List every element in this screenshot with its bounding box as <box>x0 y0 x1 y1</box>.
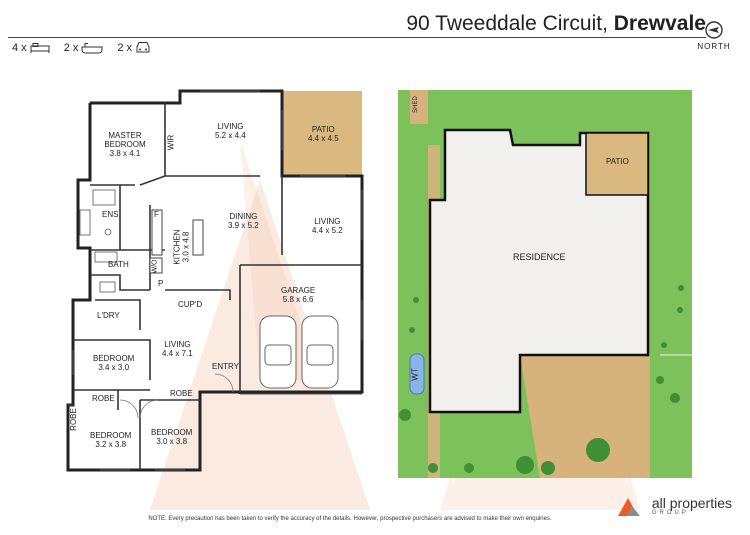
page-title: 90 Tweeddale Circuit, Drewvale <box>406 12 706 36</box>
bath-icon <box>81 42 103 53</box>
room-ens: ENS <box>102 210 119 219</box>
north-label: NORTH <box>697 42 731 51</box>
interior-walls <box>68 103 362 470</box>
room-bedroom-2: BEDROOM 3.4 x 3.0 <box>93 354 135 372</box>
feature-summary: 4 x 2 x 2 x <box>12 41 151 54</box>
trees <box>399 285 684 475</box>
water-tank <box>409 353 425 395</box>
bedrooms-count: 4 x <box>12 42 50 54</box>
room-living-central: LIVING 4.4 x 7.1 <box>162 340 193 358</box>
bathrooms-count: 2 x <box>64 42 104 54</box>
room-living-east: LIVING 4.4 x 5.2 <box>312 217 343 235</box>
room-laundry: L'DRY <box>97 311 120 320</box>
bed-icon <box>30 43 50 53</box>
room-wo: W/O <box>151 259 159 274</box>
watermark-shape <box>240 140 320 380</box>
room-living-north: LIVING 5.2 x 4.4 <box>215 122 246 140</box>
site-residence-label: RESIDENCE <box>513 252 566 262</box>
room-robe-1: ROBE <box>92 394 115 403</box>
logo-group: GROUP <box>651 510 689 516</box>
room-entry: ENTRY <box>212 362 239 371</box>
room-master-bedroom: MASTER BEDROOM 3.8 x 4.1 <box>104 131 146 158</box>
room-bedroom-4: BEDROOM 3.0 x 3.8 <box>151 428 193 446</box>
address-suburb: Drewvale <box>613 12 706 35</box>
site-water-tank-label: WT <box>410 368 420 381</box>
site-patio-label: PATIO <box>606 157 629 166</box>
carspaces-count: 2 x <box>117 41 151 54</box>
site-shed-label: SHED <box>412 96 419 113</box>
disclaimer-note: NOTE: Every precaution has been taken to… <box>148 516 552 522</box>
compass-icon <box>705 21 723 39</box>
room-garage: GARAGE 5.8 x 6.6 <box>281 286 316 304</box>
shed-area <box>410 90 428 124</box>
room-fridge: F <box>154 210 159 219</box>
room-robe-2: ROBE <box>170 389 193 398</box>
kitchen-benches <box>149 209 204 274</box>
room-patio: PATIO 4.4 x 4.5 <box>308 125 339 143</box>
site-patio <box>585 132 649 196</box>
residence-footprint <box>428 128 650 414</box>
room-kitchen: KITCHEN 3.0 x 4.8 <box>172 229 191 265</box>
room-cupboard: CUP'D <box>178 300 203 309</box>
north-indicator: NORTH <box>694 20 734 51</box>
title-rule <box>8 37 706 38</box>
patio-floor <box>282 91 362 176</box>
driveway <box>520 355 650 478</box>
room-bath: BATH <box>108 260 129 269</box>
address-street: 90 Tweeddale Circuit, <box>406 12 608 35</box>
bathroom-fixtures <box>79 189 118 293</box>
windows <box>72 90 363 471</box>
logo-name: all properties <box>651 495 732 511</box>
car-icon <box>136 42 150 53</box>
door-swings <box>119 373 234 419</box>
room-bedroom-3: BEDROOM 3.2 x 3.8 <box>90 431 132 449</box>
room-wir: WIR <box>166 134 176 151</box>
garage-cars <box>259 315 339 389</box>
agency-logo: all properties GROUP <box>622 495 732 516</box>
room-pantry: P <box>158 279 164 288</box>
room-dining: DINING 3.9 x 5.2 <box>228 212 259 230</box>
room-robe-3: ROBE <box>68 408 78 431</box>
